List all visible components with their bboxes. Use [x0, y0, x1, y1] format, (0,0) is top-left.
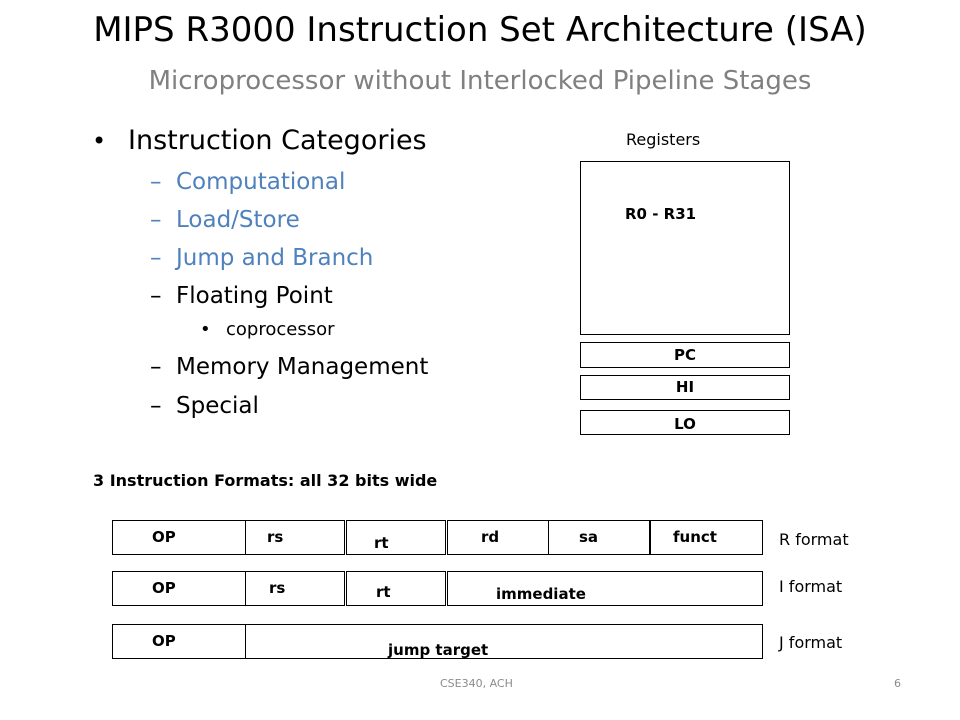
- j-format-label: J format: [779, 633, 843, 652]
- hi-register-box: HI: [580, 375, 790, 400]
- subcategory-label: coprocessor: [226, 319, 335, 340]
- slide-subtitle: Microprocessor without Interlocked Pipel…: [148, 66, 812, 96]
- r-field-funct: funct: [650, 520, 763, 555]
- field-label: immediate: [496, 585, 586, 603]
- formats-heading: 3 Instruction Formats: all 32 bits wide: [93, 471, 438, 490]
- lo-register-label: LO: [674, 415, 696, 433]
- field-label: rs: [269, 579, 286, 597]
- field-label: rd: [481, 528, 500, 546]
- category-label: Load/Store: [176, 207, 300, 233]
- bullet-dot-icon: •: [200, 319, 211, 340]
- field-label: funct: [673, 528, 717, 546]
- field-label: rs: [267, 528, 284, 546]
- i-field-rs: rs: [245, 571, 345, 606]
- category-label: Floating Point: [176, 283, 333, 309]
- field-label: jump target: [388, 641, 489, 659]
- j-field-jump-target: jump target: [245, 624, 763, 659]
- r-field-sa: sa: [548, 520, 650, 555]
- dash-icon: –: [150, 283, 162, 309]
- bullet-main-text: Instruction Categories: [128, 125, 427, 156]
- dash-icon: –: [150, 354, 162, 380]
- bullet-dot-icon: •: [92, 127, 107, 155]
- register-file-label: R0 - R31: [625, 205, 697, 223]
- pc-register-box: PC: [580, 342, 790, 368]
- footer-course: CSE340, ACH: [440, 677, 513, 690]
- footer-page-number: 6: [894, 677, 901, 690]
- i-format-label: I format: [779, 577, 843, 596]
- field-label: sa: [579, 528, 599, 546]
- i-field-immediate: immediate: [447, 571, 763, 606]
- register-file-box: R0 - R31: [580, 161, 790, 335]
- dash-icon: –: [150, 245, 162, 271]
- dash-icon: –: [150, 393, 162, 419]
- category-label: Computational: [176, 169, 346, 195]
- r-field-rt: rt: [346, 520, 446, 555]
- j-field-op: OP: [112, 624, 246, 659]
- category-label: Memory Management: [176, 354, 429, 380]
- field-label: OP: [152, 632, 176, 650]
- i-field-op: OP: [112, 571, 246, 606]
- category-label: Jump and Branch: [176, 245, 374, 271]
- r-field-rs: rs: [245, 520, 345, 555]
- field-label: OP: [152, 579, 176, 597]
- field-label: OP: [152, 528, 176, 546]
- i-field-rt: rt: [346, 571, 446, 606]
- dash-icon: –: [150, 169, 162, 195]
- registers-label: Registers: [626, 130, 701, 149]
- r-field-rd: rd: [447, 520, 549, 555]
- r-format-label: R format: [779, 530, 849, 549]
- dash-icon: –: [150, 207, 162, 233]
- field-label: rt: [376, 583, 391, 601]
- category-label: Special: [176, 393, 259, 419]
- pc-register-label: PC: [673, 346, 696, 364]
- lo-register-box: LO: [580, 410, 790, 435]
- field-label: rt: [374, 534, 389, 552]
- r-field-op: OP: [112, 520, 246, 555]
- slide-title: MIPS R3000 Instruction Set Architecture …: [93, 10, 867, 50]
- hi-register-label: HI: [675, 378, 695, 396]
